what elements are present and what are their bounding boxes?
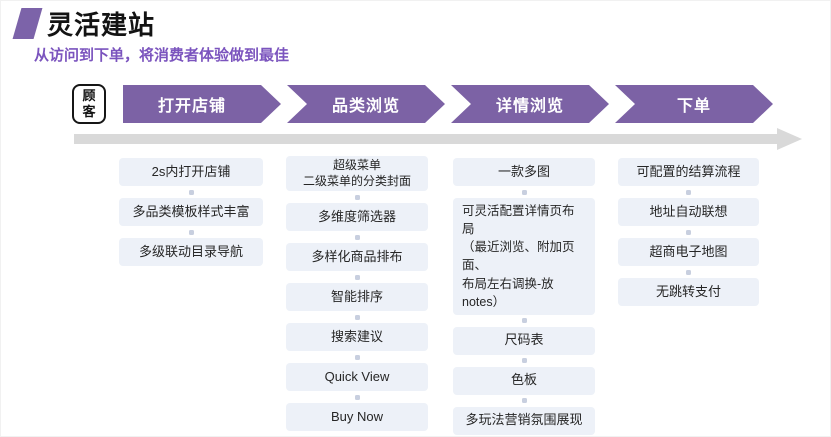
connector-dot-icon xyxy=(354,234,360,240)
feature-box-text: 搜索建议 xyxy=(330,328,383,344)
feature-box: 尺码表 xyxy=(453,326,595,355)
connector-dot-icon xyxy=(354,194,360,200)
feature-box: 一款多图 xyxy=(453,158,595,186)
connector xyxy=(618,226,759,238)
feature-box-text: 一款多图 xyxy=(497,163,550,179)
feature-box-text: 超级菜单 xyxy=(332,158,381,172)
connector-dot-icon xyxy=(686,229,691,235)
feature-box-text: 智能排序 xyxy=(330,288,383,304)
connector-dot-icon xyxy=(521,189,527,195)
connector xyxy=(119,226,263,238)
page-subtitle: 从访问到下单，将消费者体验做到最佳 xyxy=(34,47,290,64)
connector xyxy=(286,311,428,323)
connector xyxy=(618,266,759,278)
connector xyxy=(453,355,595,367)
connector-dot-icon xyxy=(521,318,527,324)
title-accent-parallelogram-icon xyxy=(12,8,43,39)
customer-label-box: 顾 客 xyxy=(72,84,106,124)
feature-column-open-store: 2s内打开店铺多品类模板样式丰富多级联动目录导航 xyxy=(119,158,263,266)
feature-box: 搜索建议 xyxy=(286,323,428,352)
connector xyxy=(286,271,428,283)
connector-dot-icon xyxy=(521,358,527,364)
stage-banner-detail-browse: 详情浏览 xyxy=(451,85,609,123)
connector xyxy=(119,186,263,198)
feature-box-text: 多玩法营销氛围展现 xyxy=(465,412,583,428)
connector xyxy=(286,191,428,203)
connector-dot-icon xyxy=(354,394,360,400)
feature-box-text: 2s内打开店铺 xyxy=(151,163,231,179)
feature-box: 可灵活配置详情页布局（最近浏览、附加页面、布局左右调换-放notes） xyxy=(453,198,595,315)
feature-box-text: Buy Now xyxy=(330,408,384,424)
feature-box: Buy Now xyxy=(286,403,428,432)
feature-box: 2s内打开店铺 xyxy=(119,158,263,186)
stage-banner-open-store: 打开店铺 xyxy=(123,85,281,123)
timeline-arrow-body xyxy=(74,134,777,144)
feature-box: 多级联动目录导航 xyxy=(119,238,263,266)
feature-box-text: 布局左右调换-放notes） xyxy=(462,276,554,309)
connector-dot-icon xyxy=(354,314,360,320)
connector-dot-icon xyxy=(354,274,360,280)
feature-box-text: 多维度筛选器 xyxy=(317,208,396,224)
connector xyxy=(286,391,428,403)
feature-box-text: 可配置的结算流程 xyxy=(636,163,741,179)
stage-banner-category-browse: 品类浏览 xyxy=(287,85,445,123)
connector xyxy=(286,351,428,363)
page-title: 灵活建站 xyxy=(47,10,156,40)
feature-box-text: 尺码表 xyxy=(504,332,544,348)
connector-dot-icon xyxy=(354,354,360,360)
connector xyxy=(453,186,595,198)
connector xyxy=(286,231,428,243)
feature-box: 多品类模板样式丰富 xyxy=(119,198,263,226)
feature-box: 地址自动联想 xyxy=(618,198,759,226)
feature-box-text: 可灵活配置详情页布局 xyxy=(462,204,575,237)
connector xyxy=(453,315,595,327)
stage-banner-place-order: 下单 xyxy=(615,85,773,123)
connector xyxy=(453,395,595,407)
feature-box: 无跳转支付 xyxy=(618,278,759,306)
feature-box-text: Quick View xyxy=(324,368,390,384)
feature-box: 可配置的结算流程 xyxy=(618,158,759,186)
feature-box: 超商电子地图 xyxy=(618,238,759,266)
feature-box-text: （最近浏览、附加页面、 xyxy=(462,240,575,273)
feature-box: 多维度筛选器 xyxy=(286,203,428,232)
feature-box: 智能排序 xyxy=(286,283,428,312)
connector-dot-icon xyxy=(686,269,691,275)
feature-box-text: 超商电子地图 xyxy=(649,243,728,259)
feature-box: Quick View xyxy=(286,363,428,392)
feature-box: 超级菜单二级菜单的分类封面 xyxy=(286,156,428,192)
feature-box-text: 多品类模板样式丰富 xyxy=(132,203,250,219)
connector-dot-icon xyxy=(188,189,194,195)
connector-dot-icon xyxy=(521,398,527,404)
customer-label-line: 顾 xyxy=(82,87,96,103)
feature-box: 多玩法营销氛围展现 xyxy=(453,406,595,435)
customer-label-line: 客 xyxy=(82,104,96,119)
connector-dot-icon xyxy=(686,189,691,195)
connector xyxy=(618,186,759,198)
feature-box-text: 多级联动目录导航 xyxy=(138,243,243,259)
feature-box-text: 二级菜单的分类封面 xyxy=(302,173,411,188)
feature-box-text: 色板 xyxy=(510,372,537,388)
connector-dot-icon xyxy=(188,229,194,235)
feature-box: 多样化商品排布 xyxy=(286,243,428,272)
timeline-arrow-head-icon xyxy=(777,128,802,150)
feature-box-text: 地址自动联想 xyxy=(649,203,728,219)
feature-box-text: 无跳转支付 xyxy=(655,283,721,299)
feature-column-place-order: 可配置的结算流程地址自动联想超商电子地图无跳转支付 xyxy=(618,158,759,306)
feature-column-detail-browse: 一款多图可灵活配置详情页布局（最近浏览、附加页面、布局左右调换-放notes） 尺… xyxy=(453,158,595,436)
feature-box-text: 多样化商品排布 xyxy=(311,248,403,264)
feature-box: 色板 xyxy=(453,366,595,395)
